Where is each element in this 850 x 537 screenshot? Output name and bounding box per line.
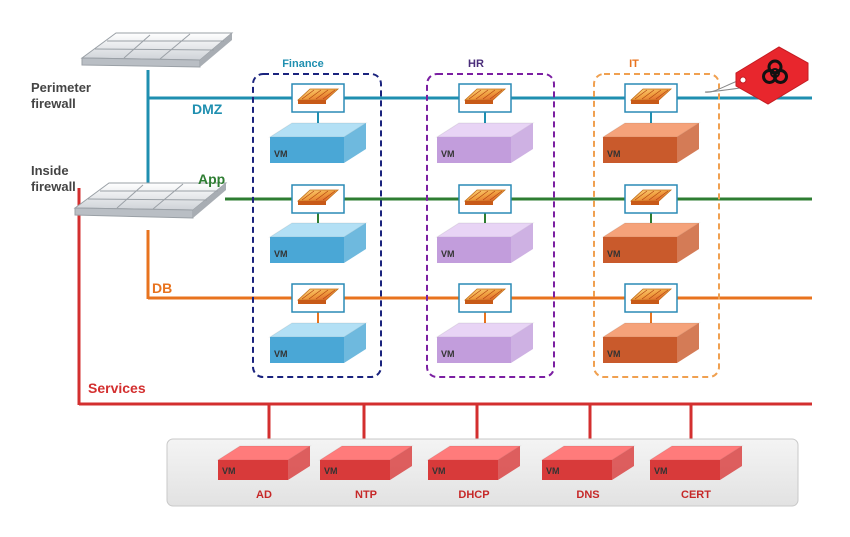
vm-label: VM bbox=[654, 466, 668, 476]
hr-group-label: HR bbox=[468, 58, 484, 70]
it-filter-icon-1 bbox=[624, 83, 678, 113]
vm-label: VM bbox=[607, 249, 621, 259]
vm-label: VM bbox=[222, 466, 236, 476]
service-label-ad: AD bbox=[256, 489, 272, 501]
hr-filter-icon-1 bbox=[458, 83, 512, 113]
vm-label: VM bbox=[607, 149, 621, 159]
hr-group-box bbox=[426, 73, 555, 378]
service-vm-dns: VM bbox=[540, 445, 636, 480]
finance-vm-2: VM bbox=[268, 222, 368, 263]
finance-group-label: Finance bbox=[282, 58, 324, 70]
vm-label: VM bbox=[441, 149, 455, 159]
it-vm-1: VM bbox=[601, 122, 701, 163]
it-filter-icon-2 bbox=[624, 184, 678, 214]
vm-layer: VM VM VM VM VM VM VM VM VM bbox=[268, 83, 701, 363]
services-label: Services bbox=[88, 380, 146, 396]
biohazard-icon bbox=[762, 59, 788, 86]
service-vm-ntp: VM bbox=[318, 445, 414, 480]
it-vm-2: VM bbox=[601, 222, 701, 263]
vm-label: VM bbox=[274, 249, 288, 259]
it-vm-3: VM bbox=[601, 322, 701, 363]
vm-label: VM bbox=[324, 466, 338, 476]
service-label-cert: CERT bbox=[681, 489, 711, 501]
finance-filter-icon-2 bbox=[291, 184, 345, 214]
hr-vm-3: VM bbox=[435, 322, 535, 363]
vm-label: VM bbox=[274, 349, 288, 359]
finance-filter-icon-1 bbox=[291, 83, 345, 113]
service-vm-cert: VM bbox=[648, 445, 744, 480]
db-label: DB bbox=[152, 280, 172, 296]
perimeter-firewall-icon bbox=[80, 32, 234, 68]
inside-firewall-icon bbox=[73, 182, 228, 219]
service-layer: VM AD VM NTP VM DHCP VM DNS VM CERT bbox=[216, 445, 744, 501]
it-group-label: IT bbox=[629, 58, 639, 70]
it-filter-icon-3 bbox=[624, 283, 678, 313]
service-label-ntp: NTP bbox=[355, 489, 377, 501]
service-vm-dhcp: VM bbox=[426, 445, 522, 480]
hr-filter-icon-2 bbox=[458, 184, 512, 214]
vm-label: VM bbox=[274, 149, 288, 159]
service-vm-ad: VM bbox=[216, 445, 312, 480]
service-label-dhcp: DHCP bbox=[458, 489, 489, 501]
finance-group-box bbox=[252, 73, 382, 378]
finance-vm-3: VM bbox=[268, 322, 368, 363]
app-label: App bbox=[198, 171, 225, 187]
vm-label: VM bbox=[441, 349, 455, 359]
hr-vm-2: VM bbox=[435, 222, 535, 263]
finance-filter-icon-3 bbox=[291, 283, 345, 313]
firewalls: Perimeter firewall Inside firewall bbox=[31, 32, 234, 219]
vm-label: VM bbox=[546, 466, 560, 476]
hr-filter-icon-3 bbox=[458, 283, 512, 313]
service-label-dns: DNS bbox=[576, 489, 599, 501]
vm-label: VM bbox=[432, 466, 446, 476]
biohazard-tag bbox=[704, 46, 809, 105]
dmz-label: DMZ bbox=[192, 101, 223, 117]
vm-label: VM bbox=[607, 349, 621, 359]
hr-vm-1: VM bbox=[435, 122, 535, 163]
inside-firewall-label: Inside firewall bbox=[31, 163, 76, 194]
it-group-box bbox=[593, 73, 720, 378]
vm-label: VM bbox=[441, 249, 455, 259]
finance-vm-1: VM bbox=[268, 122, 368, 163]
perimeter-firewall-label: Perimeter firewall bbox=[31, 80, 95, 111]
security-groups: Finance HR IT bbox=[252, 58, 720, 378]
